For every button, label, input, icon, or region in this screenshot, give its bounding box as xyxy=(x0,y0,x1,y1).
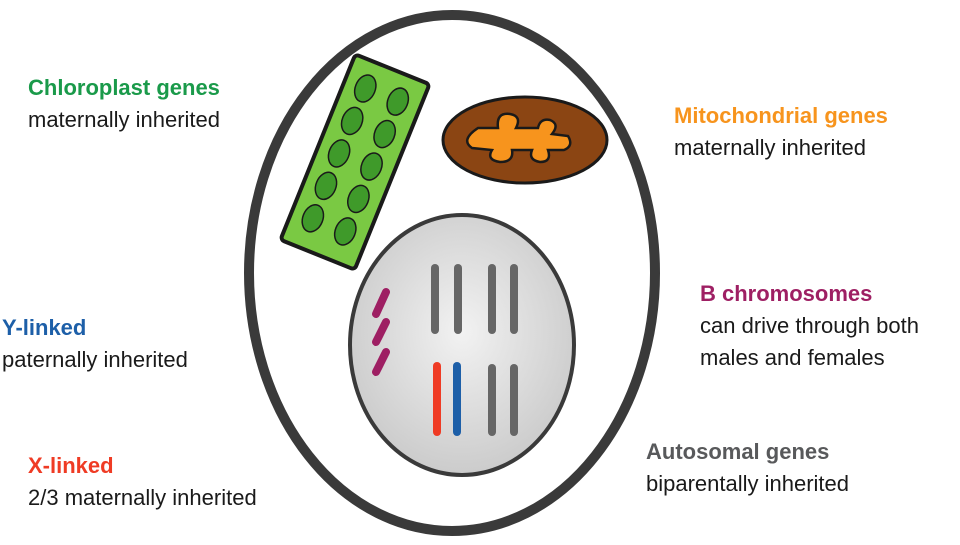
label-b-chromosomes-title: B chromosomes xyxy=(700,281,873,306)
autosomes xyxy=(431,264,518,436)
label-autosomal: Autosomal genes biparentally inherited xyxy=(646,436,849,500)
label-mitochondrial-title: Mitochondrial genes xyxy=(674,103,888,128)
label-x-linked: X-linked 2/3 maternally inherited xyxy=(28,450,257,514)
mitochondrion xyxy=(441,95,609,185)
mito-cristae xyxy=(465,112,572,164)
label-chloroplast-sub: maternally inherited xyxy=(28,107,220,132)
chloroplast xyxy=(279,53,431,271)
label-x-linked-sub: 2/3 maternally inherited xyxy=(28,485,257,510)
label-mitochondrial-sub: maternally inherited xyxy=(674,135,866,160)
label-autosomal-sub: biparentally inherited xyxy=(646,471,850,496)
thylakoids xyxy=(301,74,410,246)
label-mitochondrial: Mitochondrial genes maternally inherited xyxy=(674,100,888,164)
label-y-linked-title: Y-linked xyxy=(2,315,87,340)
label-x-linked-title: X-linked xyxy=(28,453,114,478)
label-autosomal-title: Autosomal genes xyxy=(646,439,830,464)
b-chromosomes xyxy=(372,288,390,376)
label-b-chromosomes-sub1: can drive through both xyxy=(700,313,919,338)
label-y-linked-sub: paternally inherited xyxy=(2,347,188,372)
label-chloroplast-title: Chloroplast genes xyxy=(28,75,220,100)
nucleus xyxy=(348,213,576,477)
label-b-chromosomes: B chromosomes can drive through both mal… xyxy=(700,278,919,374)
label-b-chromosomes-sub2: males and females xyxy=(700,345,885,370)
label-y-linked: Y-linked paternally inherited xyxy=(2,312,188,376)
label-chloroplast: Chloroplast genes maternally inherited xyxy=(28,72,220,136)
